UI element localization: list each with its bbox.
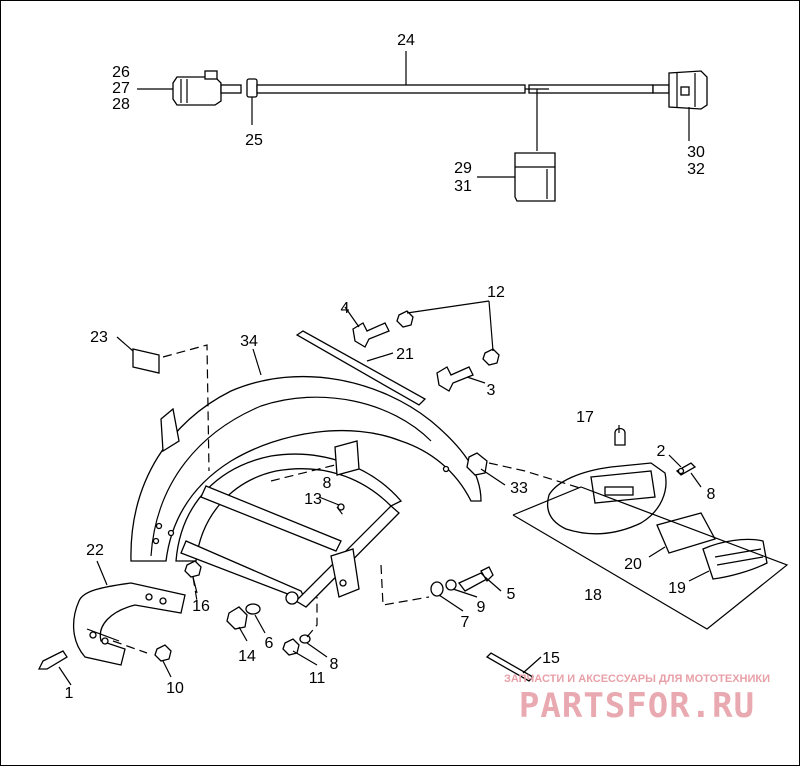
callout-10: 10 xyxy=(166,680,184,697)
callout-24: 24 xyxy=(397,32,415,49)
nut-16 xyxy=(184,560,202,578)
washer-9 xyxy=(445,579,457,591)
nut-10 xyxy=(154,644,172,662)
rear-fender xyxy=(130,375,482,562)
callout-31: 31 xyxy=(454,178,472,195)
fender-strap xyxy=(295,330,427,406)
callout-17: 17 xyxy=(576,409,594,426)
taillight-lens xyxy=(702,538,768,580)
callout-23: 23 xyxy=(90,329,108,346)
harness-wire-lead xyxy=(220,84,242,94)
callout-3: 3 xyxy=(487,382,496,399)
watermark: ЗАПЧАСТИ И АКСЕССУАРЫ ДЛЯ МОТОТЕХНИКИ PA… xyxy=(504,673,770,726)
callout-2: 2 xyxy=(657,443,666,460)
washer-8b xyxy=(299,634,311,644)
lens-gasket xyxy=(656,512,716,554)
callout-labels: 24 26 27 28 25 29 31 30 32 12 4 21 3 23 … xyxy=(65,32,716,702)
callout-14: 14 xyxy=(238,648,256,665)
cable-tie xyxy=(485,652,535,682)
screw-1 xyxy=(37,650,68,670)
callout-9: 9 xyxy=(477,599,486,616)
watermark-tagline: ЗАПЧАСТИ И АКСЕССУАРЫ ДЛЯ МОТОТЕХНИКИ xyxy=(504,673,770,685)
harness-connector-left xyxy=(172,76,222,106)
fender-mount-bracket xyxy=(330,548,360,598)
nut-13 xyxy=(337,503,345,511)
reflector-fender xyxy=(334,440,360,476)
callout-20: 20 xyxy=(624,556,642,573)
harness-connector-bottom xyxy=(514,152,556,202)
callout-18: 18 xyxy=(584,587,602,604)
bulb xyxy=(614,427,626,446)
callout-29: 29 xyxy=(454,160,472,177)
reflector-left xyxy=(132,348,160,374)
callout-8b: 8 xyxy=(323,475,332,492)
watermark-logo: PARTSFOR.RU xyxy=(519,686,755,726)
callout-30: 30 xyxy=(687,144,705,161)
harness-clip xyxy=(246,78,258,98)
washer-7 xyxy=(430,581,444,597)
locknut-14 xyxy=(226,606,248,630)
callout-26: 26 xyxy=(112,64,130,81)
bolt-3 xyxy=(436,366,474,392)
washer-6 xyxy=(245,603,261,615)
nut-12b xyxy=(482,348,500,366)
callout-27: 27 xyxy=(112,80,130,97)
connector-latch xyxy=(204,70,218,80)
callout-8a: 8 xyxy=(707,486,716,503)
callout-19: 19 xyxy=(668,580,686,597)
wiring-harness xyxy=(172,70,708,202)
callout-12: 12 xyxy=(487,284,505,301)
bag-support-bracket xyxy=(73,582,186,666)
harness-conduit xyxy=(256,84,526,94)
callout-32: 32 xyxy=(687,161,705,178)
bolt-4 xyxy=(352,322,390,348)
callout-28: 28 xyxy=(112,96,130,113)
callout-34: 34 xyxy=(240,333,258,350)
callout-16: 16 xyxy=(192,598,210,615)
callout-22: 22 xyxy=(86,542,104,559)
callout-13: 13 xyxy=(304,491,322,508)
callout-33: 33 xyxy=(510,480,528,497)
callout-21: 21 xyxy=(396,346,414,363)
callout-6: 6 xyxy=(265,635,274,652)
bolt-5 xyxy=(457,572,489,592)
callout-25: 25 xyxy=(245,132,263,149)
callout-11: 11 xyxy=(309,670,326,687)
callout-5: 5 xyxy=(507,586,516,603)
callout-8c: 8 xyxy=(330,656,339,673)
nut-12a xyxy=(396,310,414,328)
fender-inner-arch xyxy=(175,453,403,562)
callout-15: 15 xyxy=(542,650,560,667)
callout-1: 1 xyxy=(65,685,74,702)
rear-fender-assembly xyxy=(37,310,768,682)
callout-4: 4 xyxy=(341,300,350,317)
callout-7: 7 xyxy=(461,614,470,631)
